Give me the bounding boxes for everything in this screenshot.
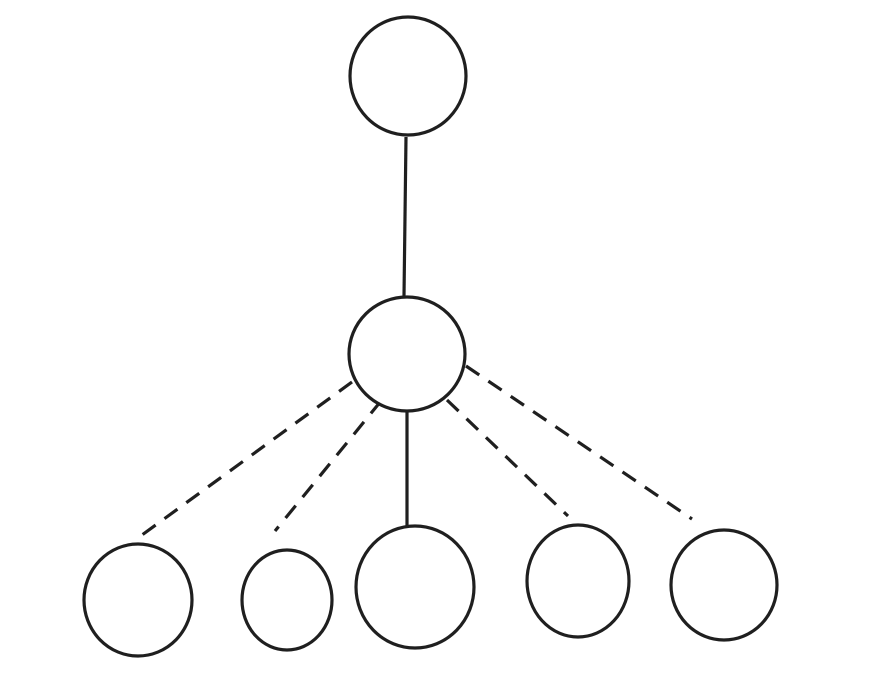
edge-middle-to-leaf-4	[445, 398, 570, 518]
edges-layer	[141, 136, 693, 537]
node-middle	[347, 295, 467, 413]
node-leaf-1	[82, 542, 194, 658]
edge-middle-to-leaf-5	[465, 364, 693, 521]
edge-root-to-middle	[402, 136, 408, 297]
node-leaf-5	[669, 528, 779, 642]
node-leaf-3	[354, 524, 476, 650]
edge-middle-to-leaf-1	[141, 380, 353, 537]
node-leaf-4	[525, 523, 631, 639]
nodes-layer	[82, 15, 779, 658]
edge-middle-to-leaf-2	[273, 399, 383, 533]
node-leaf-2	[240, 548, 334, 652]
node-root	[348, 15, 468, 137]
